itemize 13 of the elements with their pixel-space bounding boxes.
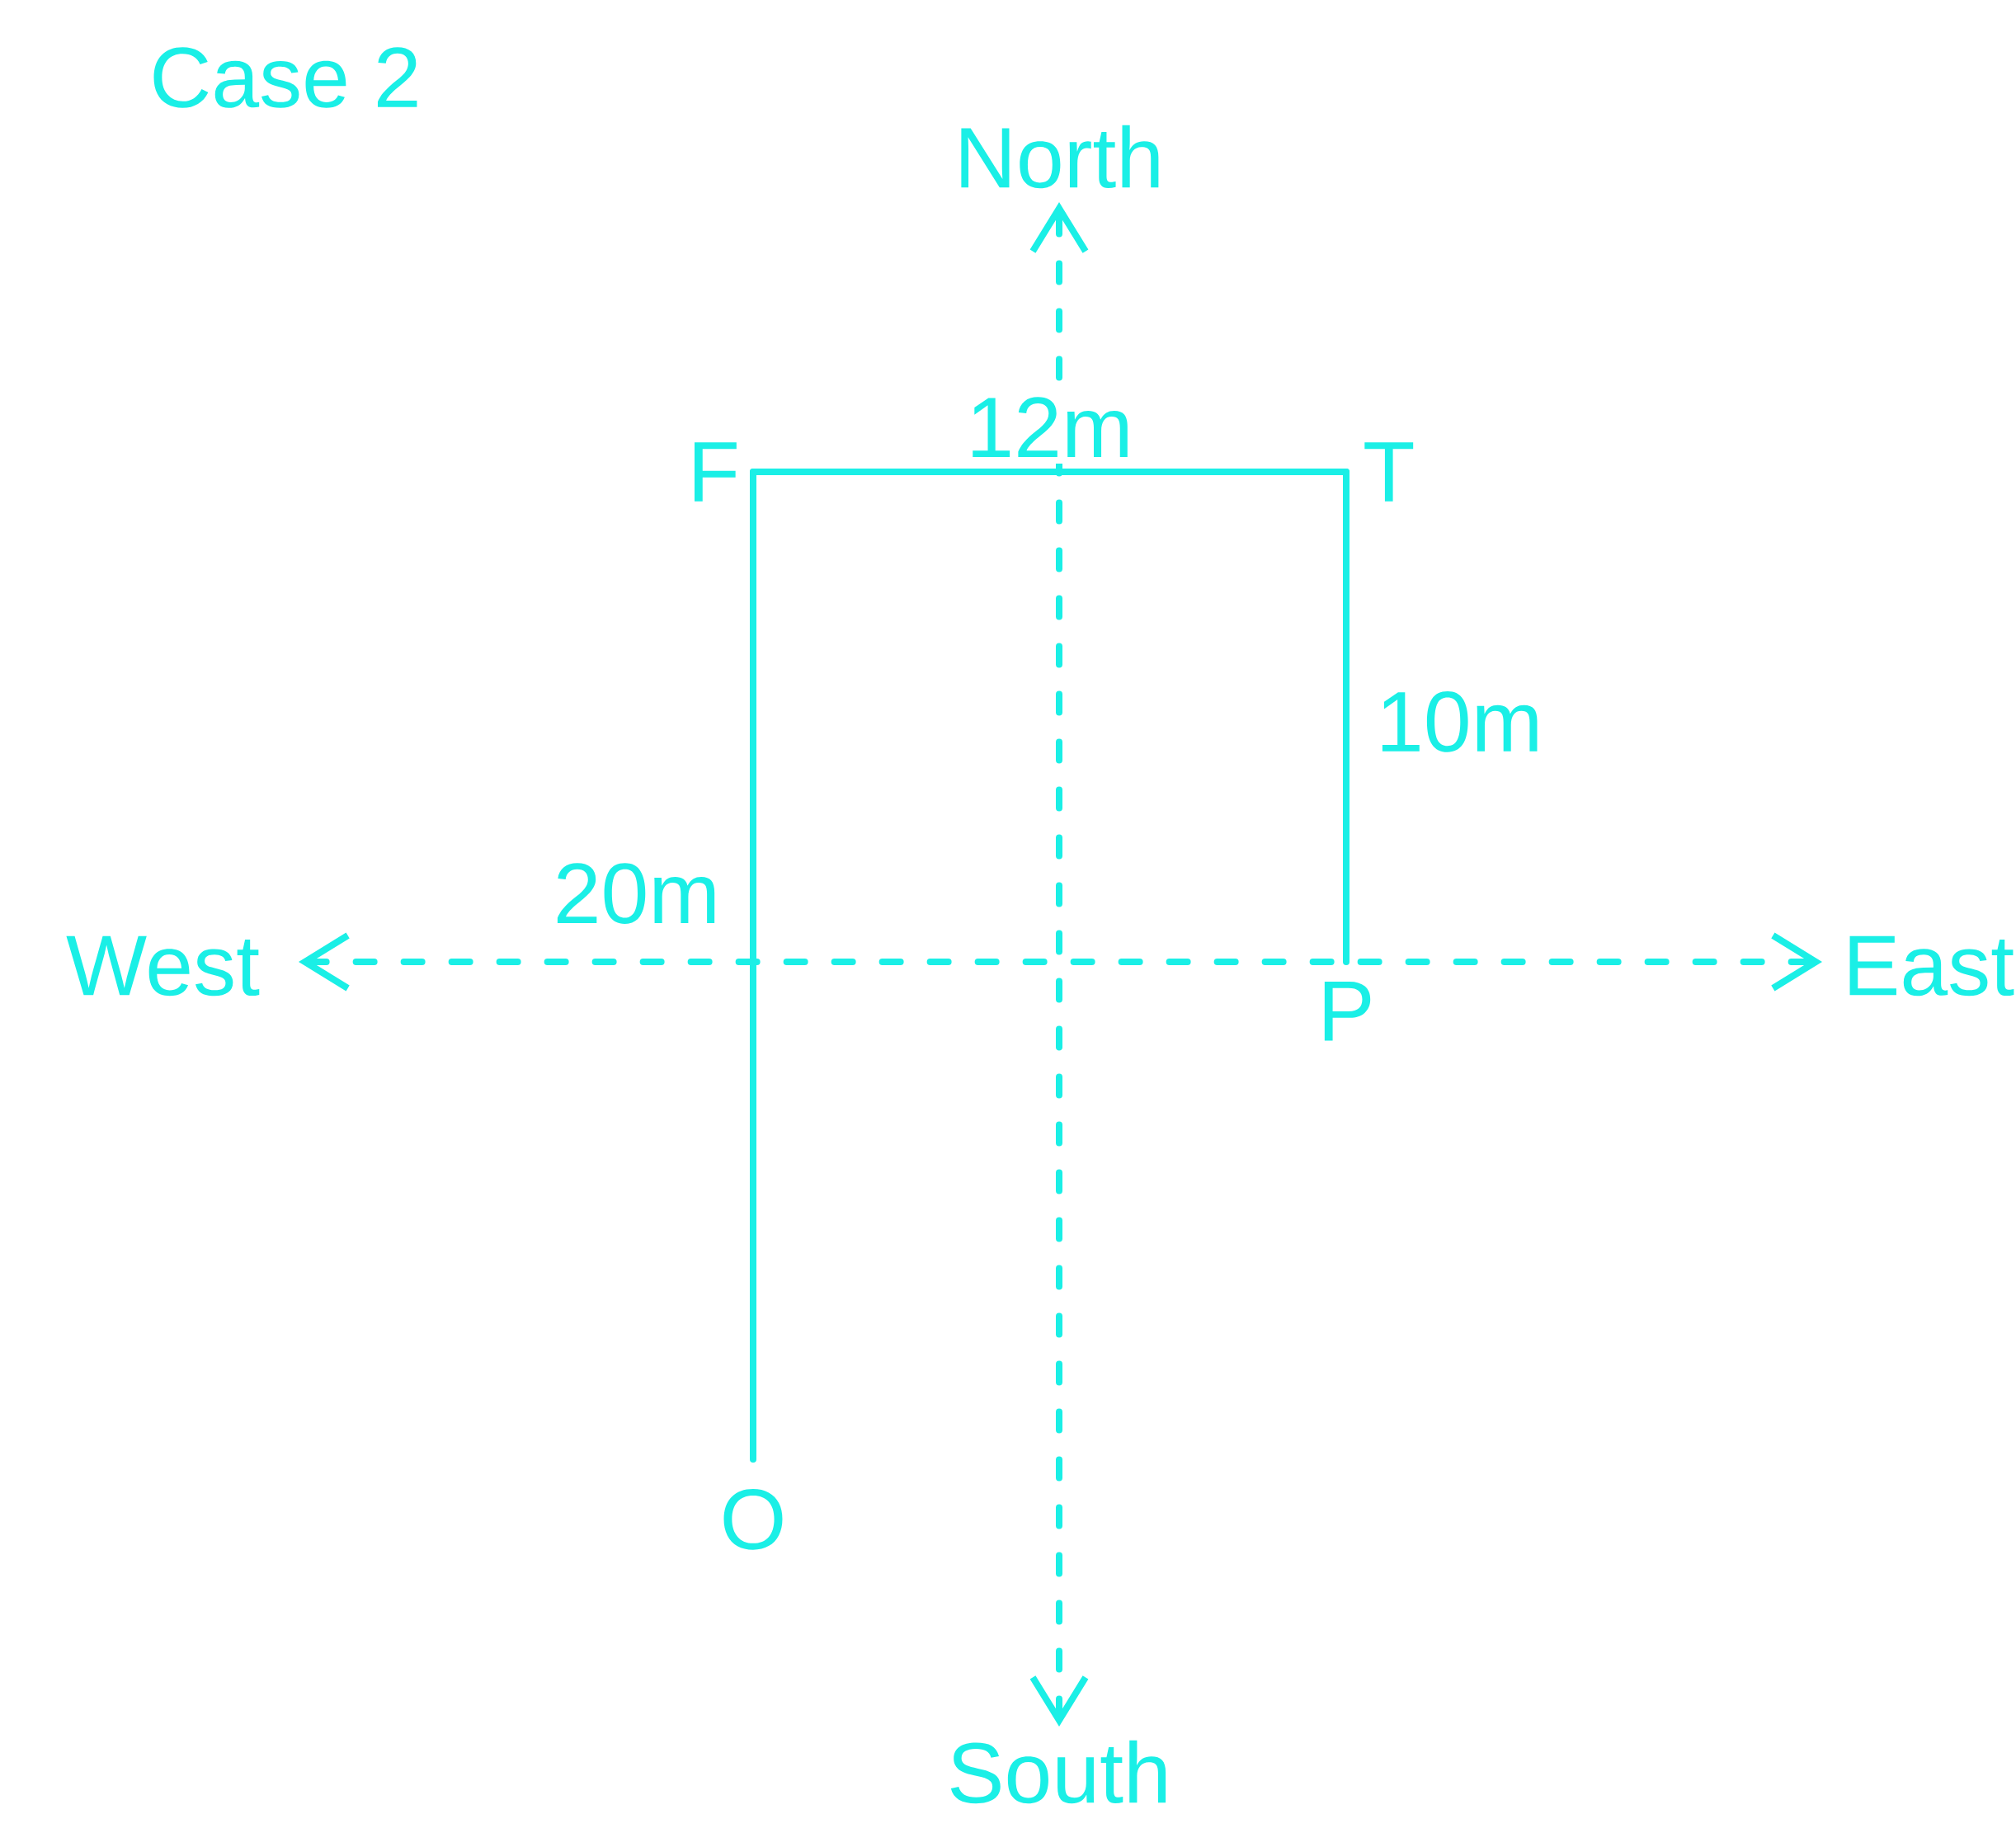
direction-label: North <box>961 125 1159 189</box>
title: Case 2 <box>153 47 417 108</box>
path-line <box>1343 469 1349 965</box>
point-letter: T <box>1364 442 1414 502</box>
point-letter: F <box>695 442 737 502</box>
direction-label: West <box>66 935 260 997</box>
distance-label: 12m <box>959 390 1140 464</box>
distance-label: 10m <box>1369 685 1550 759</box>
distance-label: 20m <box>546 856 727 931</box>
point-letter: O <box>723 1489 783 1550</box>
direction-label: East <box>1849 935 2014 997</box>
direction-label: South <box>950 1740 1166 1804</box>
point-letter: P <box>1324 982 1371 1041</box>
